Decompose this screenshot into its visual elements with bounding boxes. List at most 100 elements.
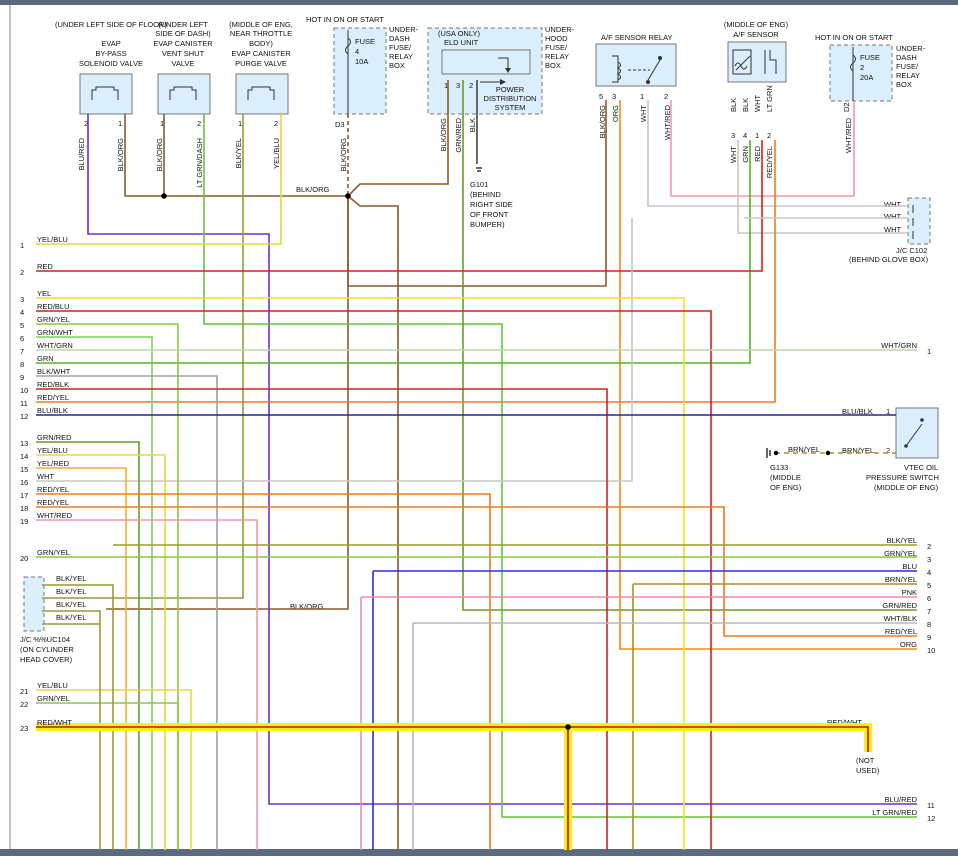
af-relay-pin-2: 2 xyxy=(664,92,668,101)
fuse4-label-2: 4 xyxy=(355,47,359,56)
evap-bypass-name-3: SOLENOID VALVE xyxy=(79,59,143,68)
left-wire-number: 21 xyxy=(20,687,28,696)
left-wire-number: 12 xyxy=(20,412,28,421)
left-wire-number: 5 xyxy=(20,321,24,330)
fuse4-box-5: BOX xyxy=(389,61,405,70)
left-wire-number: 2 xyxy=(20,268,24,277)
eld-pin-3: 3 xyxy=(456,81,460,90)
right-wire-number: 11 xyxy=(927,801,935,810)
af-sensor: (MIDDLE OF ENG) A/F SENSOR BLK BLK WHT L… xyxy=(724,20,789,178)
eld-box-3: FUSE/ xyxy=(545,43,568,52)
left-wire-label: RED xyxy=(37,262,53,271)
evap-purge-wire-1: BLK/YEL xyxy=(234,138,243,168)
splice-dot xyxy=(565,724,571,730)
wire-grn-8 xyxy=(36,140,751,364)
left-wire-number: 11 xyxy=(20,399,28,408)
af-relay-wire-3: WHT xyxy=(639,105,648,122)
af-relay-name: A/F SENSOR RELAY xyxy=(601,33,673,42)
left-wire-number: 7 xyxy=(20,347,24,356)
af-sensor-pin-4: 4 xyxy=(743,131,747,140)
wire-blk-org-jc104 xyxy=(106,196,349,610)
evap-bypass-pin-2: 2 xyxy=(84,119,88,128)
af-sensor-top-4: LT GRN xyxy=(765,85,774,112)
ground-g101: G101 (BEHIND RIGHT SIDE OF FRONT BUMPER) xyxy=(470,167,513,229)
fuse2-box-2: DASH xyxy=(896,53,917,62)
wire-wht-c102-3 xyxy=(737,140,908,234)
af-sensor-pin-1: 1 xyxy=(755,131,759,140)
evap-vent-location-2: SIDE OF DASH) xyxy=(155,29,211,38)
left-wire-number: 6 xyxy=(20,334,24,343)
left-wire-number: 8 xyxy=(20,360,24,369)
evap-purge-wire-2: YEL/BLU xyxy=(272,138,281,169)
right-wire-label: BRN/YEL xyxy=(885,575,917,584)
eld-wire-2: GRN/RED xyxy=(454,117,463,152)
right-wire-number: 4 xyxy=(927,568,931,577)
evap-vent-pin-1: 1 xyxy=(160,119,164,128)
red-wht-right-label: RED/WHT xyxy=(827,718,862,727)
left-wire-label: GRN/YEL xyxy=(37,694,70,703)
bottom-border xyxy=(0,849,958,856)
left-wire-number: 15 xyxy=(20,465,28,474)
evap-vent-name-1: EVAP CANISTER xyxy=(153,39,213,48)
right-wire-label: WHT/BLK xyxy=(884,614,917,623)
right-wire-label: WHT/GRN xyxy=(881,341,917,350)
left-wire-label: GRN/WHT xyxy=(37,328,73,337)
left-wire-label: RED/YEL xyxy=(37,485,69,494)
evap-purge-location-2: NEAR THROTTLE xyxy=(230,29,292,38)
left-wire-label: GRN/YEL xyxy=(37,315,70,324)
wire-grn-wht-6 xyxy=(36,336,153,850)
fuse-4: HOT IN ON OR START FUSE 4 10A UNDER- DAS… xyxy=(306,15,419,171)
evap-bypass-box xyxy=(79,73,133,115)
jc-c104-wire-1: BLK/YEL xyxy=(56,574,86,583)
left-wire-number: 10 xyxy=(20,386,28,395)
evap-vent-location-1: (UNDER LEFT xyxy=(158,20,208,29)
right-wire-label: BLK/YEL xyxy=(887,536,917,545)
wire-red-blu-4 xyxy=(36,310,712,850)
fuse4-label-1: FUSE xyxy=(355,37,375,46)
evap-purge-pin-2: 2 xyxy=(274,119,278,128)
right-wire-label: PNK xyxy=(902,588,917,597)
fuse4-box-2: DASH xyxy=(389,34,410,43)
wire-red-2 xyxy=(36,140,763,272)
fuse2-label-1: FUSE xyxy=(860,53,880,62)
af-sensor-wire-1: WHT xyxy=(729,146,738,163)
left-wire-label: GRN/RED xyxy=(37,433,72,442)
evap-purge-box xyxy=(235,73,289,115)
left-wire-number: 14 xyxy=(20,452,28,461)
arrow-right-icon xyxy=(500,79,506,85)
right-wire-number: 10 xyxy=(927,646,935,655)
vtec-name-1: VTEC OIL xyxy=(904,463,938,472)
wire-grn-red-13 xyxy=(36,441,140,850)
right-wire-number: 6 xyxy=(927,594,931,603)
wire-yel-blu-1 xyxy=(36,114,282,245)
left-wire-number: 13 xyxy=(20,439,28,448)
jc-c102-wire-2: WHT xyxy=(884,212,901,221)
right-wire-label: GRN/RED xyxy=(882,601,917,610)
evap-bypass-pin-1: 1 xyxy=(118,119,122,128)
wire-yel-3 xyxy=(36,297,685,850)
not-used-label: (NOT USED) xyxy=(856,756,880,775)
vtec-pin-2: 2 xyxy=(886,446,890,455)
eld-pin-2: 2 xyxy=(469,81,473,90)
jc-c102-label: J/C C102 xyxy=(896,246,927,255)
g101-desc-3: OF FRONT xyxy=(470,210,509,219)
left-wire-label: YEL/RED xyxy=(37,459,70,468)
wire-wht-relay xyxy=(647,100,908,207)
wire-grn-red-eld-7 xyxy=(462,80,917,611)
blu-blk-right-label: BLU/BLK xyxy=(842,407,873,416)
left-wire-number: 16 xyxy=(20,478,28,487)
wire-blk-yel-c104-1 xyxy=(42,584,114,850)
wire-wht-red-19 xyxy=(36,519,258,850)
af-relay-pin-5: 5 xyxy=(599,92,603,101)
left-wire-label: YEL/BLU xyxy=(37,235,68,244)
fuse2-box-1: UNDER- xyxy=(896,44,926,53)
jc-c104-box xyxy=(23,576,45,632)
evap-vent-wire-1: BLK/ORG xyxy=(155,138,164,172)
evap-bypass-name-1: EVAP xyxy=(101,39,120,48)
fuse2-box-5: BOX xyxy=(896,80,912,89)
wire-blk-org-down xyxy=(347,195,399,850)
right-wire-number: 1 xyxy=(927,347,931,356)
fuse2-box xyxy=(829,44,893,102)
left-wire-number: 20 xyxy=(20,554,28,563)
wire-grn-yel-22 xyxy=(36,702,179,850)
